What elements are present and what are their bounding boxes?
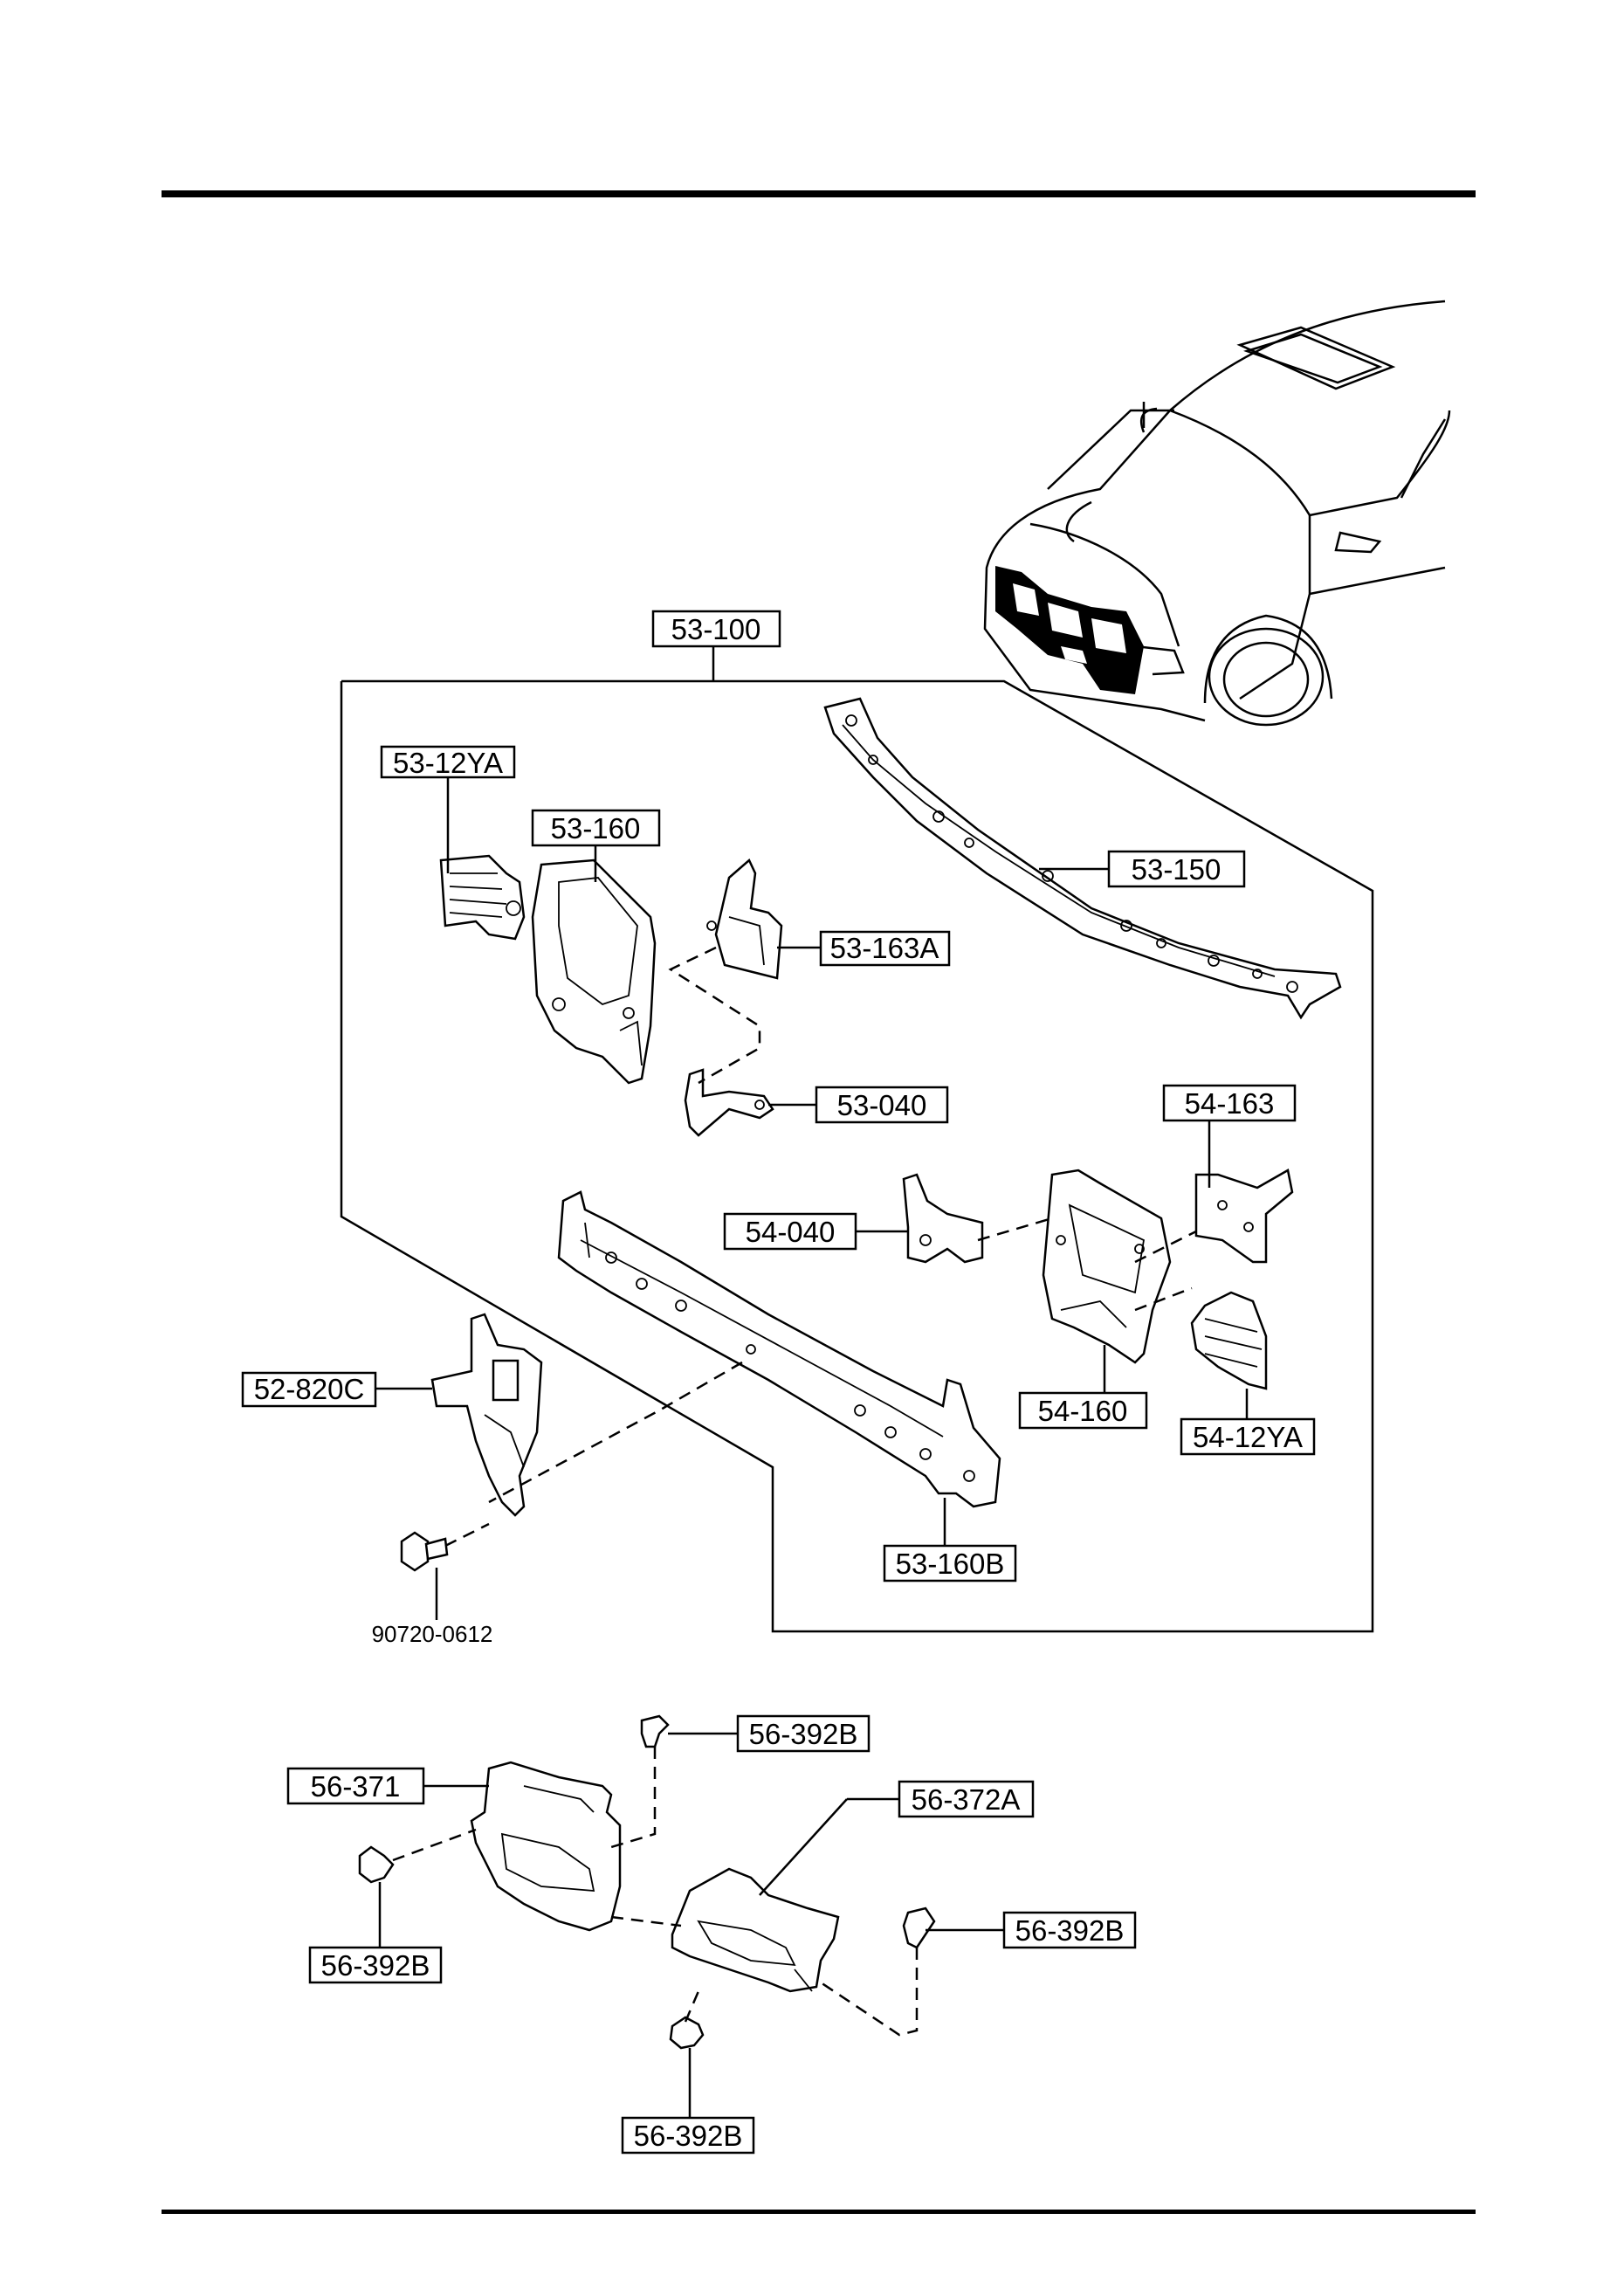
- assembly-outline-53-100: [340, 646, 1374, 1633]
- label-54-160: 54-160: [1038, 1395, 1128, 1427]
- part-53-12YA: [439, 854, 526, 941]
- label-53-160B: 53-160B: [896, 1548, 1005, 1580]
- callout-53-160: 53-160: [531, 809, 661, 847]
- label-56-392B-a: 56-392B: [749, 1718, 858, 1750]
- part-53-160-headlamp-bracket: [531, 858, 657, 1085]
- callout-53-160B: 53-160B: [883, 1544, 1017, 1582]
- label-56-392B-b: 56-392B: [321, 1949, 430, 1982]
- callout-53-100: 53-100: [651, 610, 781, 648]
- callout-54-160: 54-160: [1018, 1391, 1148, 1430]
- footer-rule: [162, 2210, 1476, 2214]
- label-54-040: 54-040: [746, 1216, 836, 1248]
- part-56-392B-clip-c: [902, 1906, 936, 1949]
- car-illustration: [983, 300, 1451, 727]
- callout-56-372A: 56-372A: [898, 1780, 1035, 1818]
- label-53-163A: 53-163A: [830, 932, 939, 964]
- label-54-163: 54-163: [1185, 1087, 1275, 1120]
- callout-54-163: 54-163: [1162, 1084, 1297, 1122]
- label-56-392B-d: 56-392B: [634, 2120, 743, 2152]
- label-56-392B-c: 56-392B: [1015, 1914, 1125, 1947]
- part-53-160B-lower-crossmember: [557, 1190, 1001, 1508]
- callout-54-12YA: 54-12YA: [1180, 1417, 1316, 1456]
- dashed-connectors: [392, 946, 1197, 2037]
- callout-53-163A: 53-163A: [819, 930, 951, 967]
- label-53-100: 53-100: [671, 613, 761, 645]
- label-56-372A: 56-372A: [912, 1783, 1021, 1816]
- label-52-820C: 52-820C: [254, 1373, 365, 1405]
- label-53-040: 53-040: [837, 1089, 927, 1121]
- part-54-12YA: [1190, 1291, 1268, 1390]
- part-56-392B-clip-b: [358, 1845, 395, 1884]
- callout-56-392B-d: 56-392B: [621, 2116, 755, 2155]
- callout-56-371: 56-371: [286, 1767, 425, 1805]
- part-52-820C-hood-latch: [430, 1313, 543, 1517]
- part-54-163: [1194, 1169, 1294, 1264]
- label-53-12YA: 53-12YA: [393, 747, 503, 779]
- part-53-040: [684, 1068, 774, 1137]
- part-53-163A: [706, 858, 783, 980]
- label-90720-0612: 90720-0612: [372, 1621, 493, 1647]
- header-rule: [162, 190, 1476, 197]
- part-56-392B-clip-d: [669, 2016, 705, 2050]
- callout-56-392B-c: 56-392B: [1002, 1911, 1137, 1949]
- callout-52-820C: 52-820C: [241, 1371, 377, 1408]
- part-90720-0612-bolt: [400, 1531, 449, 1572]
- leader-lines: [375, 777, 1249, 2118]
- part-56-371-undercover-bracket: [470, 1761, 622, 1932]
- part-53-150-upper-crossmember: [823, 697, 1342, 1020]
- label-54-12YA: 54-12YA: [1193, 1421, 1303, 1453]
- callout-90720-0612: 90720-0612: [372, 1621, 493, 1647]
- label-56-371: 56-371: [311, 1770, 401, 1803]
- part-54-160-headlamp-bracket: [1042, 1169, 1172, 1364]
- callout-53-040: 53-040: [815, 1086, 949, 1124]
- part-54-040: [902, 1173, 984, 1264]
- callout-56-392B-a: 56-392B: [736, 1714, 870, 1753]
- label-53-150: 53-150: [1132, 853, 1221, 886]
- callout-53-150: 53-150: [1107, 850, 1246, 888]
- part-56-392B-clip-a: [640, 1714, 670, 1748]
- callout-56-392B-b: 56-392B: [308, 1946, 443, 1984]
- car-radiator-support-highlight: [995, 566, 1144, 694]
- part-56-372A-undercover-bracket: [671, 1867, 840, 1993]
- callout-54-040: 54-040: [723, 1212, 857, 1251]
- label-53-160: 53-160: [551, 812, 641, 845]
- callout-53-12YA: 53-12YA: [380, 745, 516, 779]
